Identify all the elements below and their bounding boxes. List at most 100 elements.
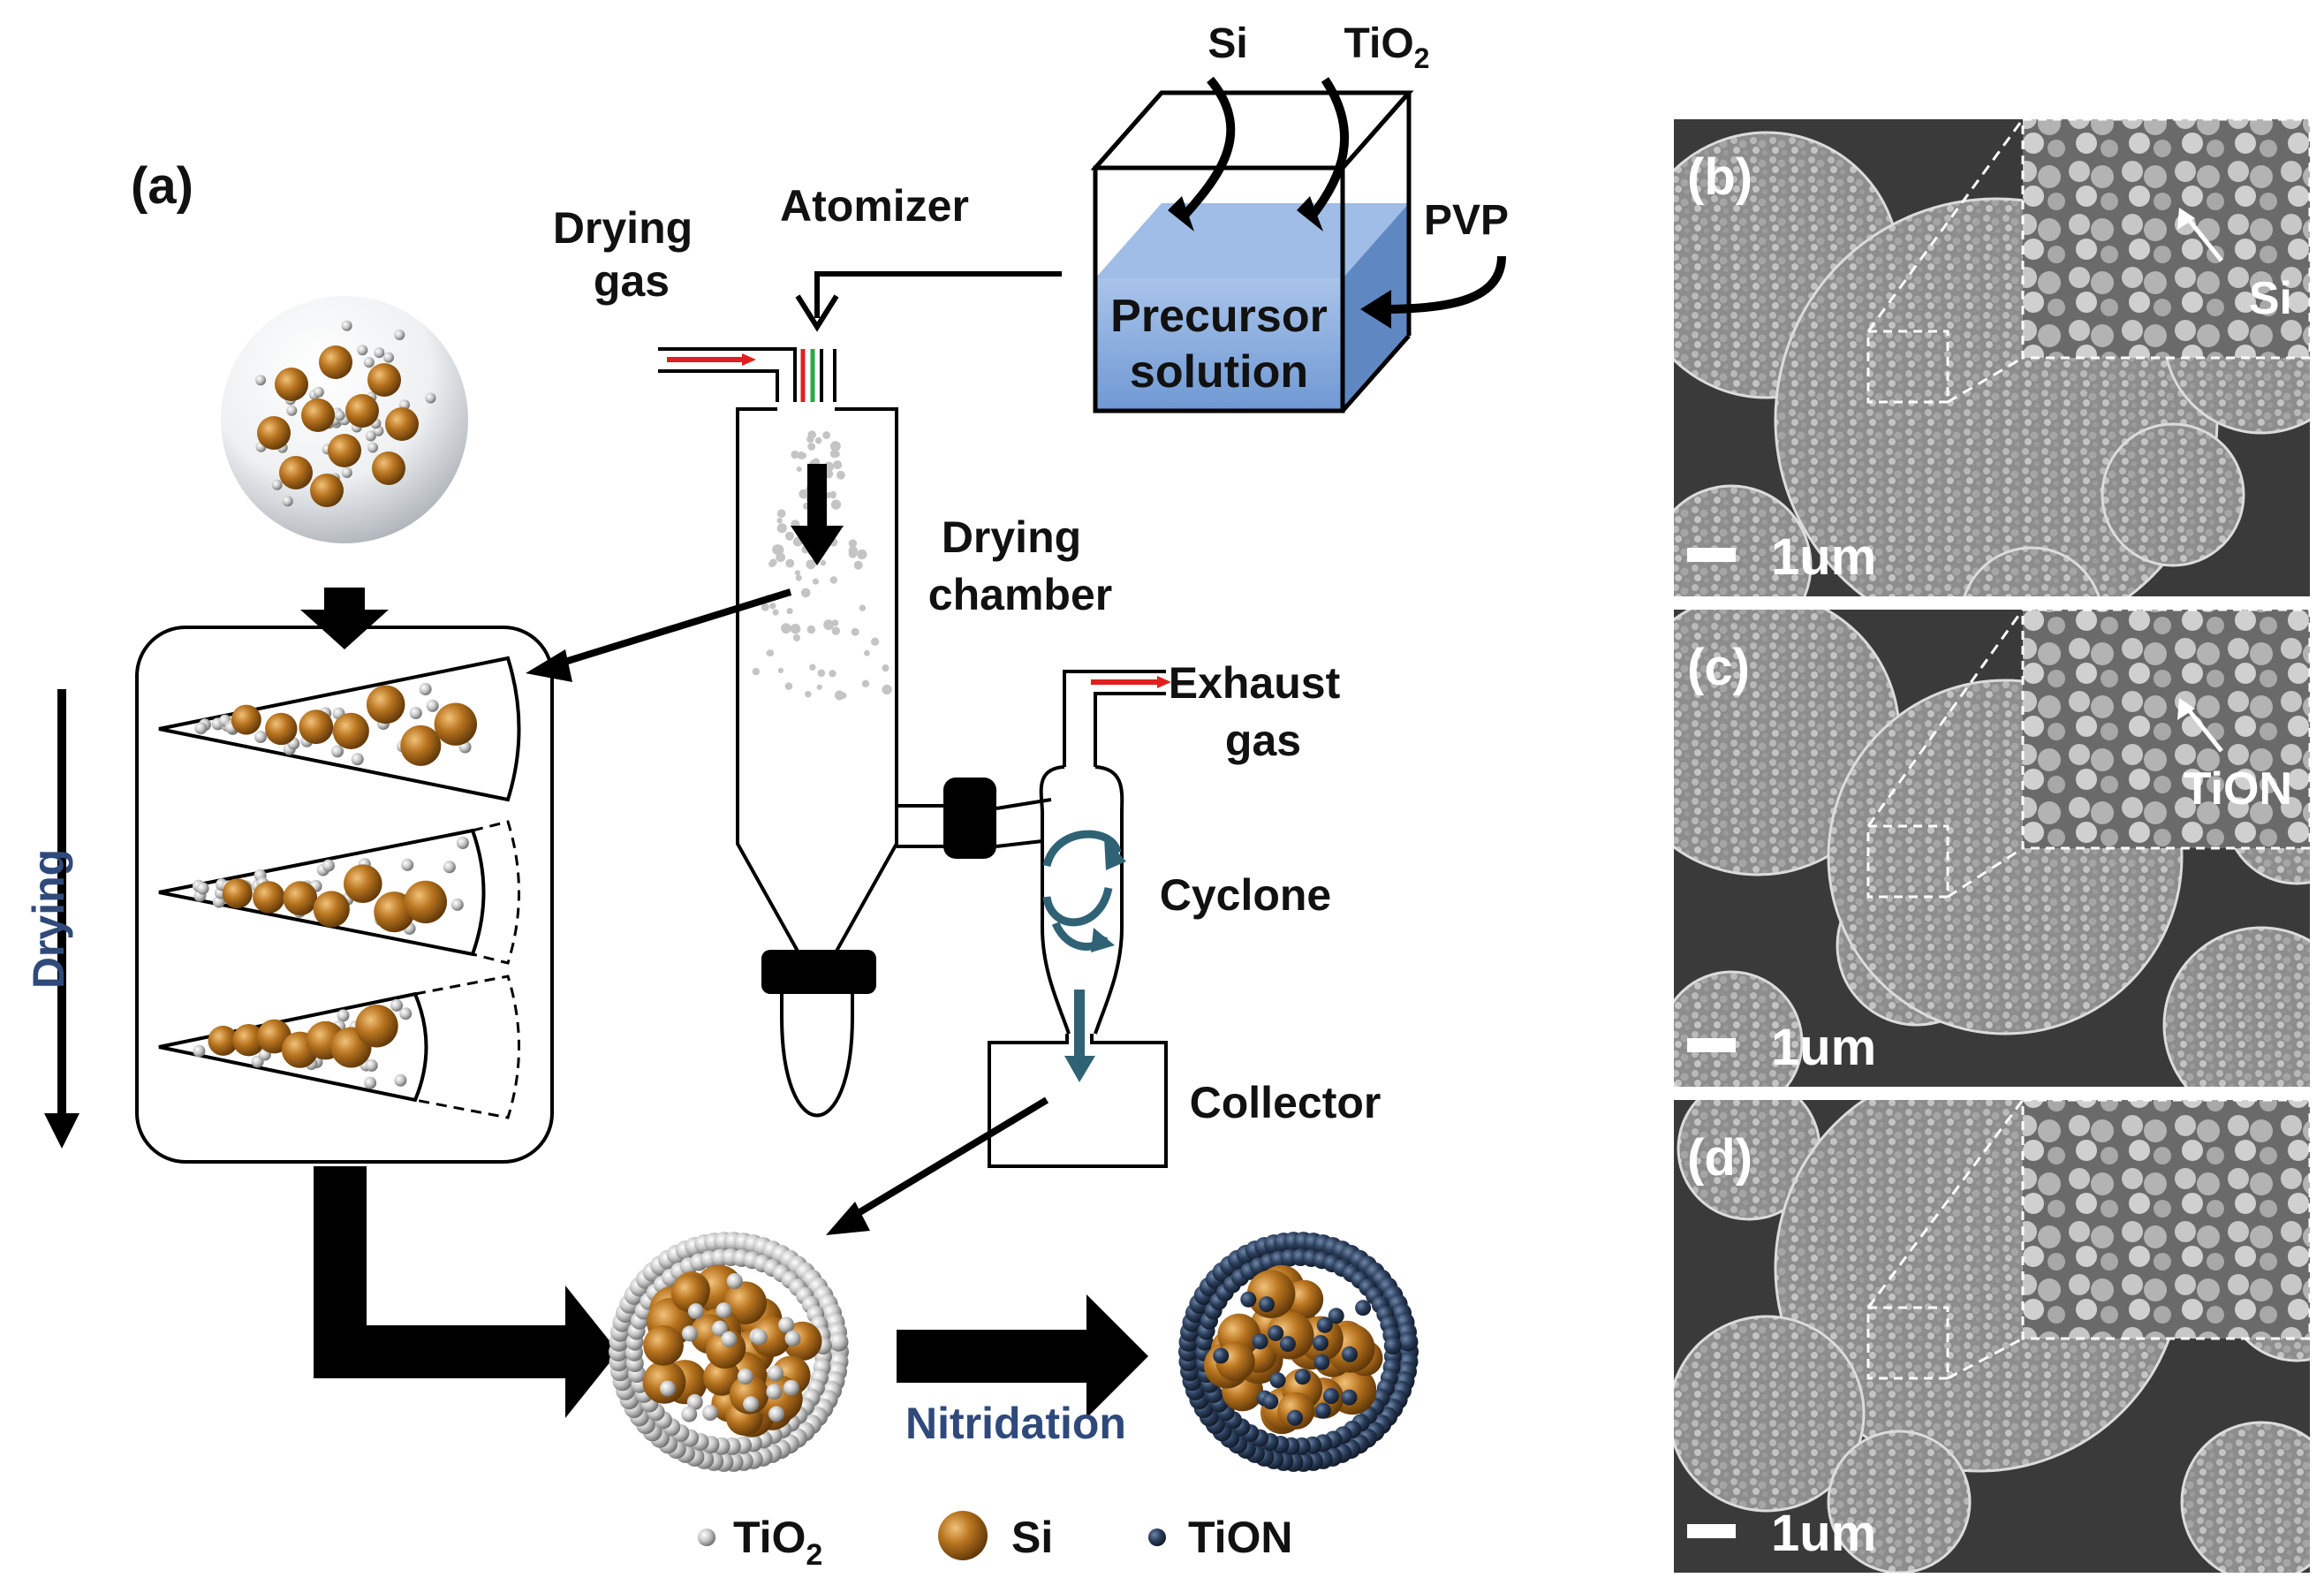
droplet-dot [857, 549, 867, 560]
si-particle [231, 704, 261, 735]
tio2-particle [331, 745, 344, 758]
inner-small-particle [721, 1331, 738, 1347]
tio2-particle [365, 430, 376, 442]
droplet-dot [829, 490, 836, 498]
si-particle [723, 1281, 767, 1324]
tio2-particle [255, 375, 266, 386]
chamber-to-box-arrow [555, 588, 792, 668]
chamber-cyclone-connector [897, 778, 1052, 859]
inner-small-particle [1294, 1369, 1311, 1385]
sem-sphere [1674, 484, 1813, 596]
inner-small-particle [783, 1379, 799, 1396]
droplet-dot [871, 637, 880, 646]
droplet-dot [794, 570, 801, 576]
sem-panel-d: (d)1um [1674, 1100, 2310, 1573]
scale-bar [1687, 1524, 1736, 1538]
tio2-particle [271, 479, 283, 490]
precursor-box: Precursor solution [1090, 90, 1414, 413]
droplet-dot [784, 531, 794, 541]
si-particle [367, 363, 401, 397]
tio2-particle [390, 998, 403, 1012]
droplet-dot [853, 560, 863, 570]
panel-a-label: (a) [131, 157, 193, 215]
droplet-dot [822, 431, 830, 439]
drying-axis-label: Drying [24, 849, 73, 989]
droplet-dot [795, 574, 802, 581]
droplet-dot [814, 436, 822, 444]
precursor-label-line2: solution [1130, 346, 1308, 398]
inner-small-particle [686, 1393, 703, 1410]
drying-chamber-label-2: chamber [928, 570, 1112, 619]
inner-small-particle [766, 1384, 783, 1400]
droplet-dot [840, 692, 847, 699]
droplet-dot [761, 603, 769, 611]
tio2-particle [456, 837, 469, 849]
droplet-dot [831, 626, 840, 635]
droplet-dot [796, 467, 802, 472]
inner-small-particle [767, 1365, 783, 1382]
sem-inset [2023, 610, 2310, 848]
si-particle [400, 724, 442, 766]
nitridation-label: Nitridation [905, 1399, 1126, 1448]
scale-bar [1687, 1038, 1736, 1052]
si-particle [299, 709, 334, 745]
shell-particle [829, 1331, 849, 1352]
si-particle [366, 685, 405, 724]
tio2-particle [196, 882, 209, 895]
si-particle [208, 1025, 238, 1056]
inner-small-particle [751, 1329, 768, 1346]
si-particle [344, 864, 382, 903]
tio2-particle [282, 496, 293, 507]
si-particle [332, 712, 369, 750]
si-particle [265, 712, 298, 746]
inner-small-particle [1287, 1409, 1304, 1426]
si-particle [404, 880, 447, 924]
tio2-particle [364, 1076, 377, 1089]
tio2-particle [425, 392, 436, 404]
input-tio2-label: TiO2 [1344, 20, 1430, 74]
inner-small-particle [737, 1369, 753, 1384]
si-particle [232, 1024, 265, 1057]
si-particle [345, 394, 379, 428]
drying-gas-label-1: Drying [553, 203, 693, 253]
droplet-dot [776, 552, 785, 563]
droplet-dot [776, 509, 786, 518]
inner-small-particle [1262, 1393, 1279, 1410]
si-particle [310, 474, 344, 507]
tio2-particle [450, 898, 464, 911]
tio2-particle [365, 1058, 378, 1072]
droplet-dot [823, 619, 834, 631]
droplet-dot [833, 451, 840, 458]
sem-inset-arrow [2184, 215, 2223, 262]
droplet-dot [784, 682, 793, 690]
sem-sphere [1674, 970, 1804, 1087]
droplet-dot [772, 609, 779, 616]
tio2-particle [419, 683, 432, 695]
tio2-particle [426, 699, 439, 712]
legend-tion-marker [1148, 1529, 1166, 1546]
pvp-arrow [1382, 255, 1506, 314]
pvp-label: PVP [1424, 197, 1509, 244]
sem-sphere [2162, 926, 2310, 1087]
sem-panel-label: (c) [1687, 639, 1750, 696]
tio2-particle [194, 722, 208, 735]
tio2-particle [357, 345, 368, 356]
sem-sphere [1674, 1315, 1866, 1513]
si-particle [434, 702, 477, 746]
inner-small-particle [712, 1320, 728, 1337]
sem-inset [2023, 119, 2310, 358]
si-particle [670, 1273, 710, 1313]
si-particle [301, 398, 335, 432]
inner-small-particle [768, 1406, 785, 1422]
si-particle [257, 416, 291, 450]
inner-small-particle [778, 1316, 795, 1333]
atomizer-label: Atomizer [780, 181, 969, 231]
sem-panel-label: (d) [1687, 1129, 1752, 1187]
drying-chamber [736, 407, 898, 1118]
droplet-dot [861, 679, 870, 687]
sem-sphere [1963, 546, 2101, 596]
input-si-label: Si [1207, 20, 1247, 67]
inner-small-particle [1269, 1372, 1286, 1389]
droplet-dot [769, 603, 776, 610]
cyclone [1039, 670, 1171, 1082]
